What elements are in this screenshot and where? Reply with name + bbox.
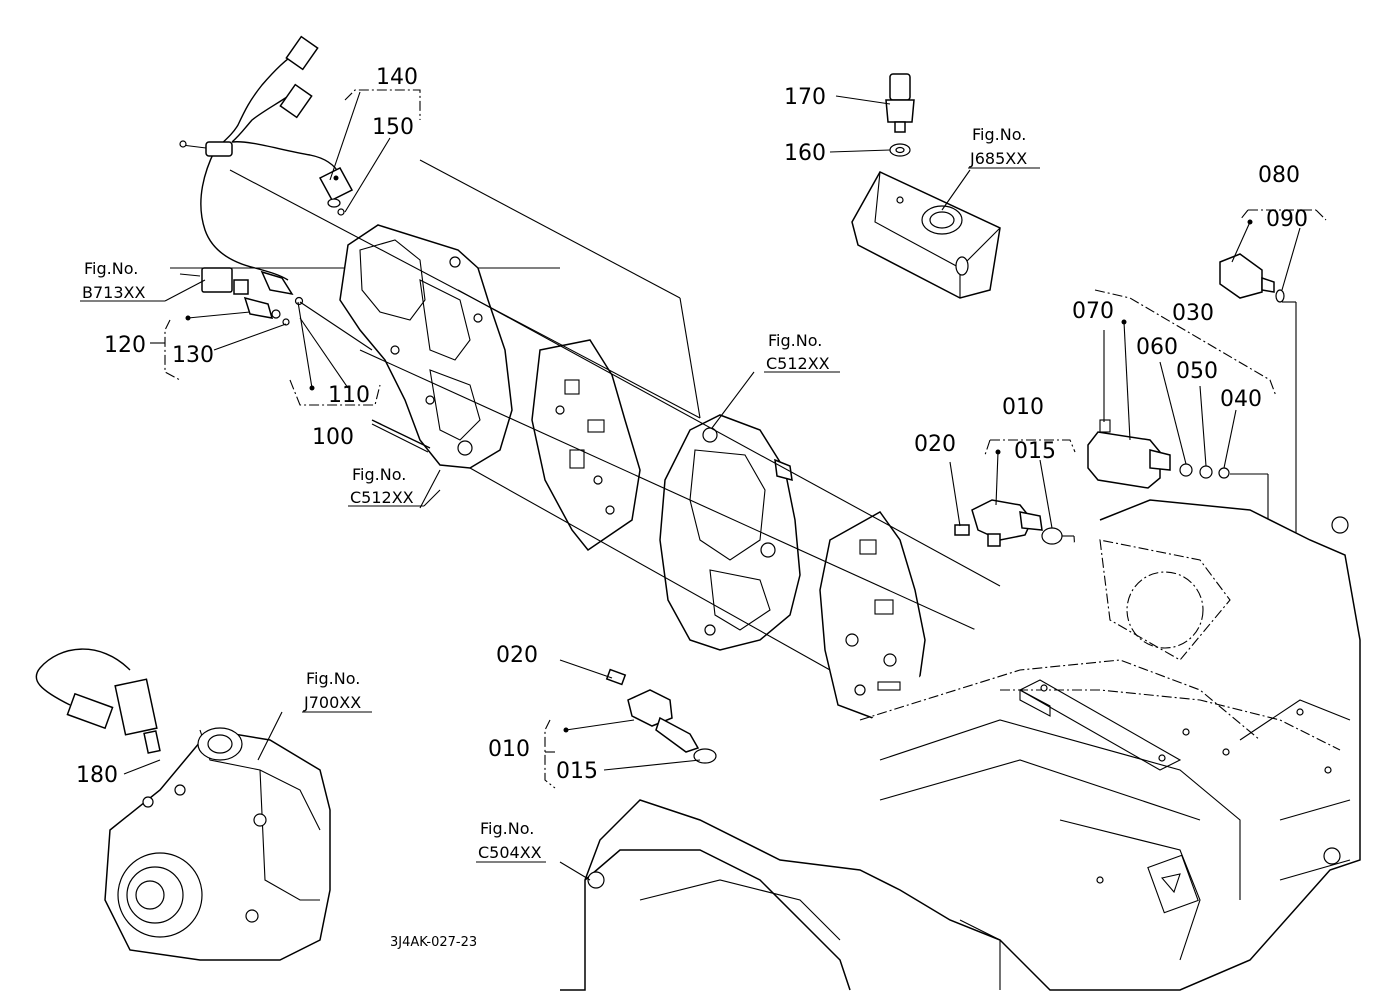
label-015-lower: 015	[556, 759, 598, 784]
label-150: 150	[372, 115, 414, 140]
pressure-switch-170	[885, 73, 915, 133]
label-080: 080	[1258, 163, 1300, 188]
o-rings-040-060	[1179, 463, 1230, 479]
label-030: 030	[1172, 301, 1214, 326]
fig-ref-c512-center[interactable]: C512XX	[766, 354, 830, 373]
block-fitting-j685	[851, 171, 1001, 299]
long-bolt-100	[371, 419, 431, 453]
label-140: 140	[376, 65, 418, 90]
wiring-harness	[179, 35, 341, 281]
solenoid-030	[1087, 419, 1171, 489]
solenoid-valve-140	[318, 167, 354, 216]
speed-sensor-010-upper	[954, 499, 1063, 547]
label-015-upper: 015	[1014, 439, 1056, 464]
leader-lines	[123, 91, 1301, 881]
fig-ref-j700[interactable]: J700XX	[303, 693, 361, 712]
label-130: 130	[172, 343, 214, 368]
drawing-code: 3J4AK-027-23	[390, 935, 477, 950]
transmission-case	[560, 499, 1361, 991]
fig-ref-c504[interactable]: C504XX	[478, 843, 542, 862]
label-110: 110	[328, 383, 370, 408]
label-010-lower: 010	[488, 737, 530, 762]
fig-prefix-c504: Fig.No.	[480, 819, 534, 838]
valve-housing-left	[339, 224, 513, 469]
washer-160	[889, 143, 911, 157]
fig-ref-b713[interactable]: B713XX	[82, 283, 145, 302]
fig-ref-c512-left[interactable]: C512XX	[350, 488, 414, 507]
label-020-upper: 020	[914, 432, 956, 457]
fig-prefix-c512-center: Fig.No.	[768, 331, 822, 350]
fig-ref-j685[interactable]: J685XX	[969, 149, 1027, 168]
label-100: 100	[312, 425, 354, 450]
label-070: 070	[1072, 299, 1114, 324]
label-060: 060	[1136, 335, 1178, 360]
group-brackets	[164, 89, 1327, 789]
label-170: 170	[784, 85, 826, 110]
valve-body-center	[659, 414, 801, 651]
label-020-lower: 020	[496, 643, 538, 668]
fig-prefix-j700: Fig.No.	[306, 669, 360, 688]
separator-plate-1	[531, 339, 641, 552]
figure-ref-underlines	[80, 167, 1040, 863]
label-160: 160	[784, 141, 826, 166]
label-040: 040	[1220, 387, 1262, 412]
fig-prefix-c512-left: Fig.No.	[352, 465, 406, 484]
label-180: 180	[76, 763, 118, 788]
switch-080	[1219, 253, 1285, 303]
sensor-120	[201, 267, 304, 326]
label-090: 090	[1266, 207, 1308, 232]
label-010-upper: 010	[1002, 395, 1044, 420]
speed-sensor-010-lower	[605, 668, 717, 764]
figure-reference-labels: Fig.No. B713XX Fig.No. C512XX Fig.No. C5…	[82, 125, 1027, 862]
hydraulic-pump-assembly	[35, 648, 331, 961]
label-050: 050	[1176, 359, 1218, 384]
part-number-labels: 140 150 120 130 110 100 170 160 080 090 …	[76, 65, 1308, 788]
fig-prefix-j685: Fig.No.	[972, 125, 1026, 144]
fig-prefix-b713: Fig.No.	[84, 259, 138, 278]
label-120: 120	[104, 333, 146, 358]
